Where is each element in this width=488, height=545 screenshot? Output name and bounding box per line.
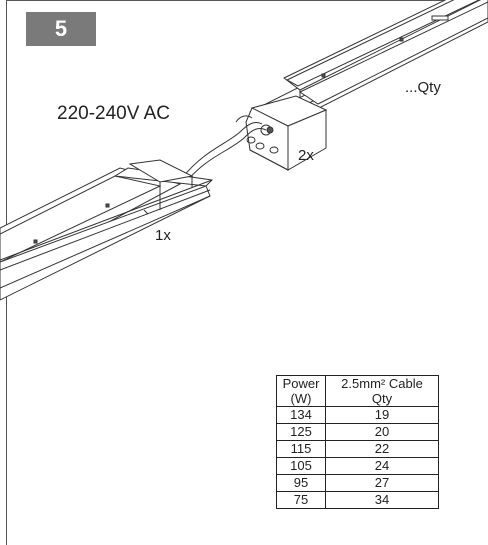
- table-row: 105 24: [276, 457, 439, 475]
- count-2x-label: 2x: [298, 147, 314, 164]
- power-cable: [181, 115, 267, 183]
- table-row: 95 27: [276, 474, 439, 492]
- step-number-badge: 5: [26, 12, 96, 46]
- cell-power: 95: [276, 474, 326, 492]
- count-1x-label: 1x: [155, 227, 171, 244]
- header-cable-line2: Qty: [371, 391, 393, 406]
- header-cable: 2.5mm² Cable Qty: [325, 375, 439, 407]
- table-row: 125 20: [276, 423, 439, 441]
- qty-label: ...Qty: [405, 79, 441, 96]
- cell-power: 75: [276, 491, 326, 509]
- step-number: 5: [54, 16, 68, 41]
- cell-qty: 24: [325, 457, 439, 475]
- table-body: 134 19 125 20 115 22 105 24 95 27 75 34: [276, 406, 439, 509]
- cell-qty: 34: [325, 491, 439, 509]
- table-row: 75 34: [276, 491, 439, 509]
- cell-qty: 19: [325, 406, 439, 424]
- table-row: 115 22: [276, 440, 439, 458]
- power-cable-qty-table: Power (W) 2.5mm² Cable Qty 134 19 125 20…: [276, 375, 439, 509]
- rail-lower-left: [0, 159, 214, 301]
- header-power: Power (W): [276, 375, 326, 407]
- cell-power: 115: [276, 440, 326, 458]
- table-row: 134 19: [276, 406, 439, 424]
- table-header: Power (W) 2.5mm² Cable Qty: [276, 375, 439, 407]
- header-cable-line1: 2.5mm² Cable: [341, 376, 423, 391]
- cell-power: 125: [276, 423, 326, 441]
- cell-power: 134: [276, 406, 326, 424]
- cell-power: 105: [276, 457, 326, 475]
- header-power-line2: (W): [290, 391, 312, 406]
- voltage-label: 220-240V AC: [57, 103, 171, 124]
- cell-qty: 27: [325, 474, 439, 492]
- cell-qty: 22: [325, 440, 439, 458]
- header-power-line1: Power: [282, 376, 320, 391]
- table-header-row: Power (W) 2.5mm² Cable Qty: [276, 375, 439, 407]
- connector-housing: [245, 95, 328, 171]
- cell-qty: 20: [325, 423, 439, 441]
